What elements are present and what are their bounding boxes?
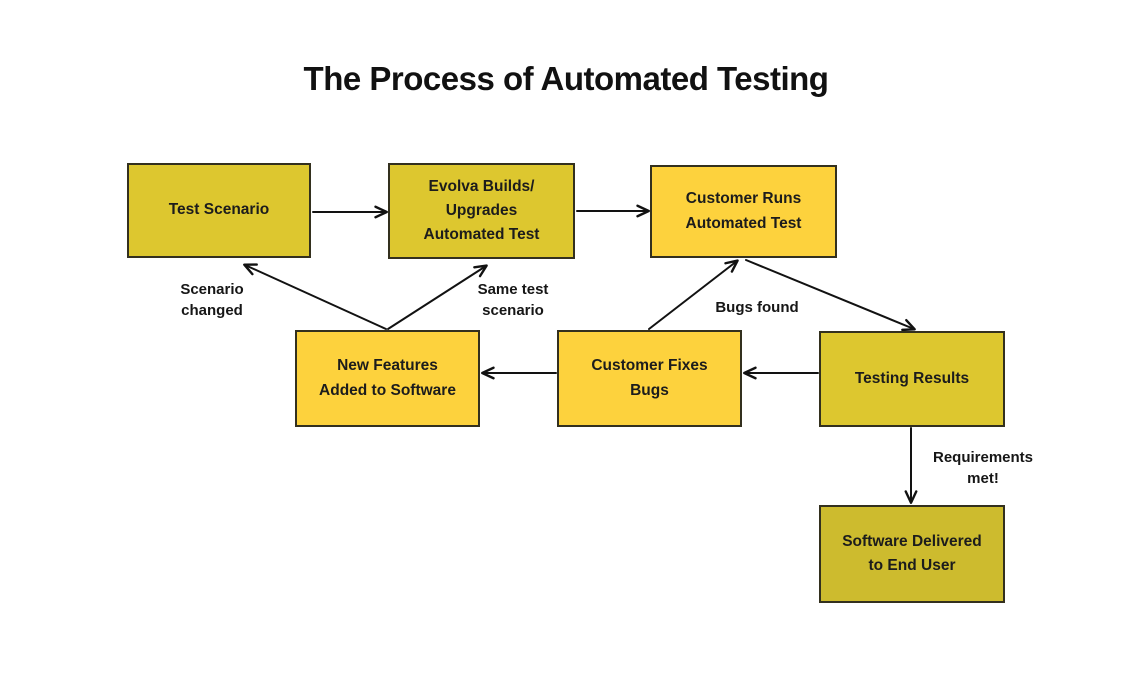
- edge-label-bugs-found: Bugs found: [715, 299, 799, 316]
- node-evolva-builds-upgrades-automated-test: Evolva Builds/ Upgrades Automated Test: [388, 163, 575, 259]
- edge-label-scenario-changed: Scenario changed: [180, 281, 244, 319]
- edge-label-requirements-met: Requirements met!: [932, 449, 1034, 487]
- node-testing-results: Testing Results: [819, 331, 1005, 427]
- edge-customer-fixes-to-customer-runs-bugs-found: [648, 259, 739, 330]
- node-test-scenario: Test Scenario: [127, 163, 311, 258]
- node-customer-fixes-bugs: Customer Fixes Bugs: [557, 330, 742, 427]
- node-software-delivered-to-end-user: Software Delivered to End User: [819, 505, 1005, 603]
- page-title: The Process of Automated Testing: [303, 60, 829, 97]
- edge-label-same-test-scenario: Same test scenario: [477, 281, 549, 319]
- node-customer-runs-automated-test: Customer Runs Automated Test: [650, 165, 837, 258]
- edge-customer-runs-to-testing-results: [745, 259, 916, 332]
- node-new-features-added-to-software: New Features Added to Software: [295, 330, 480, 427]
